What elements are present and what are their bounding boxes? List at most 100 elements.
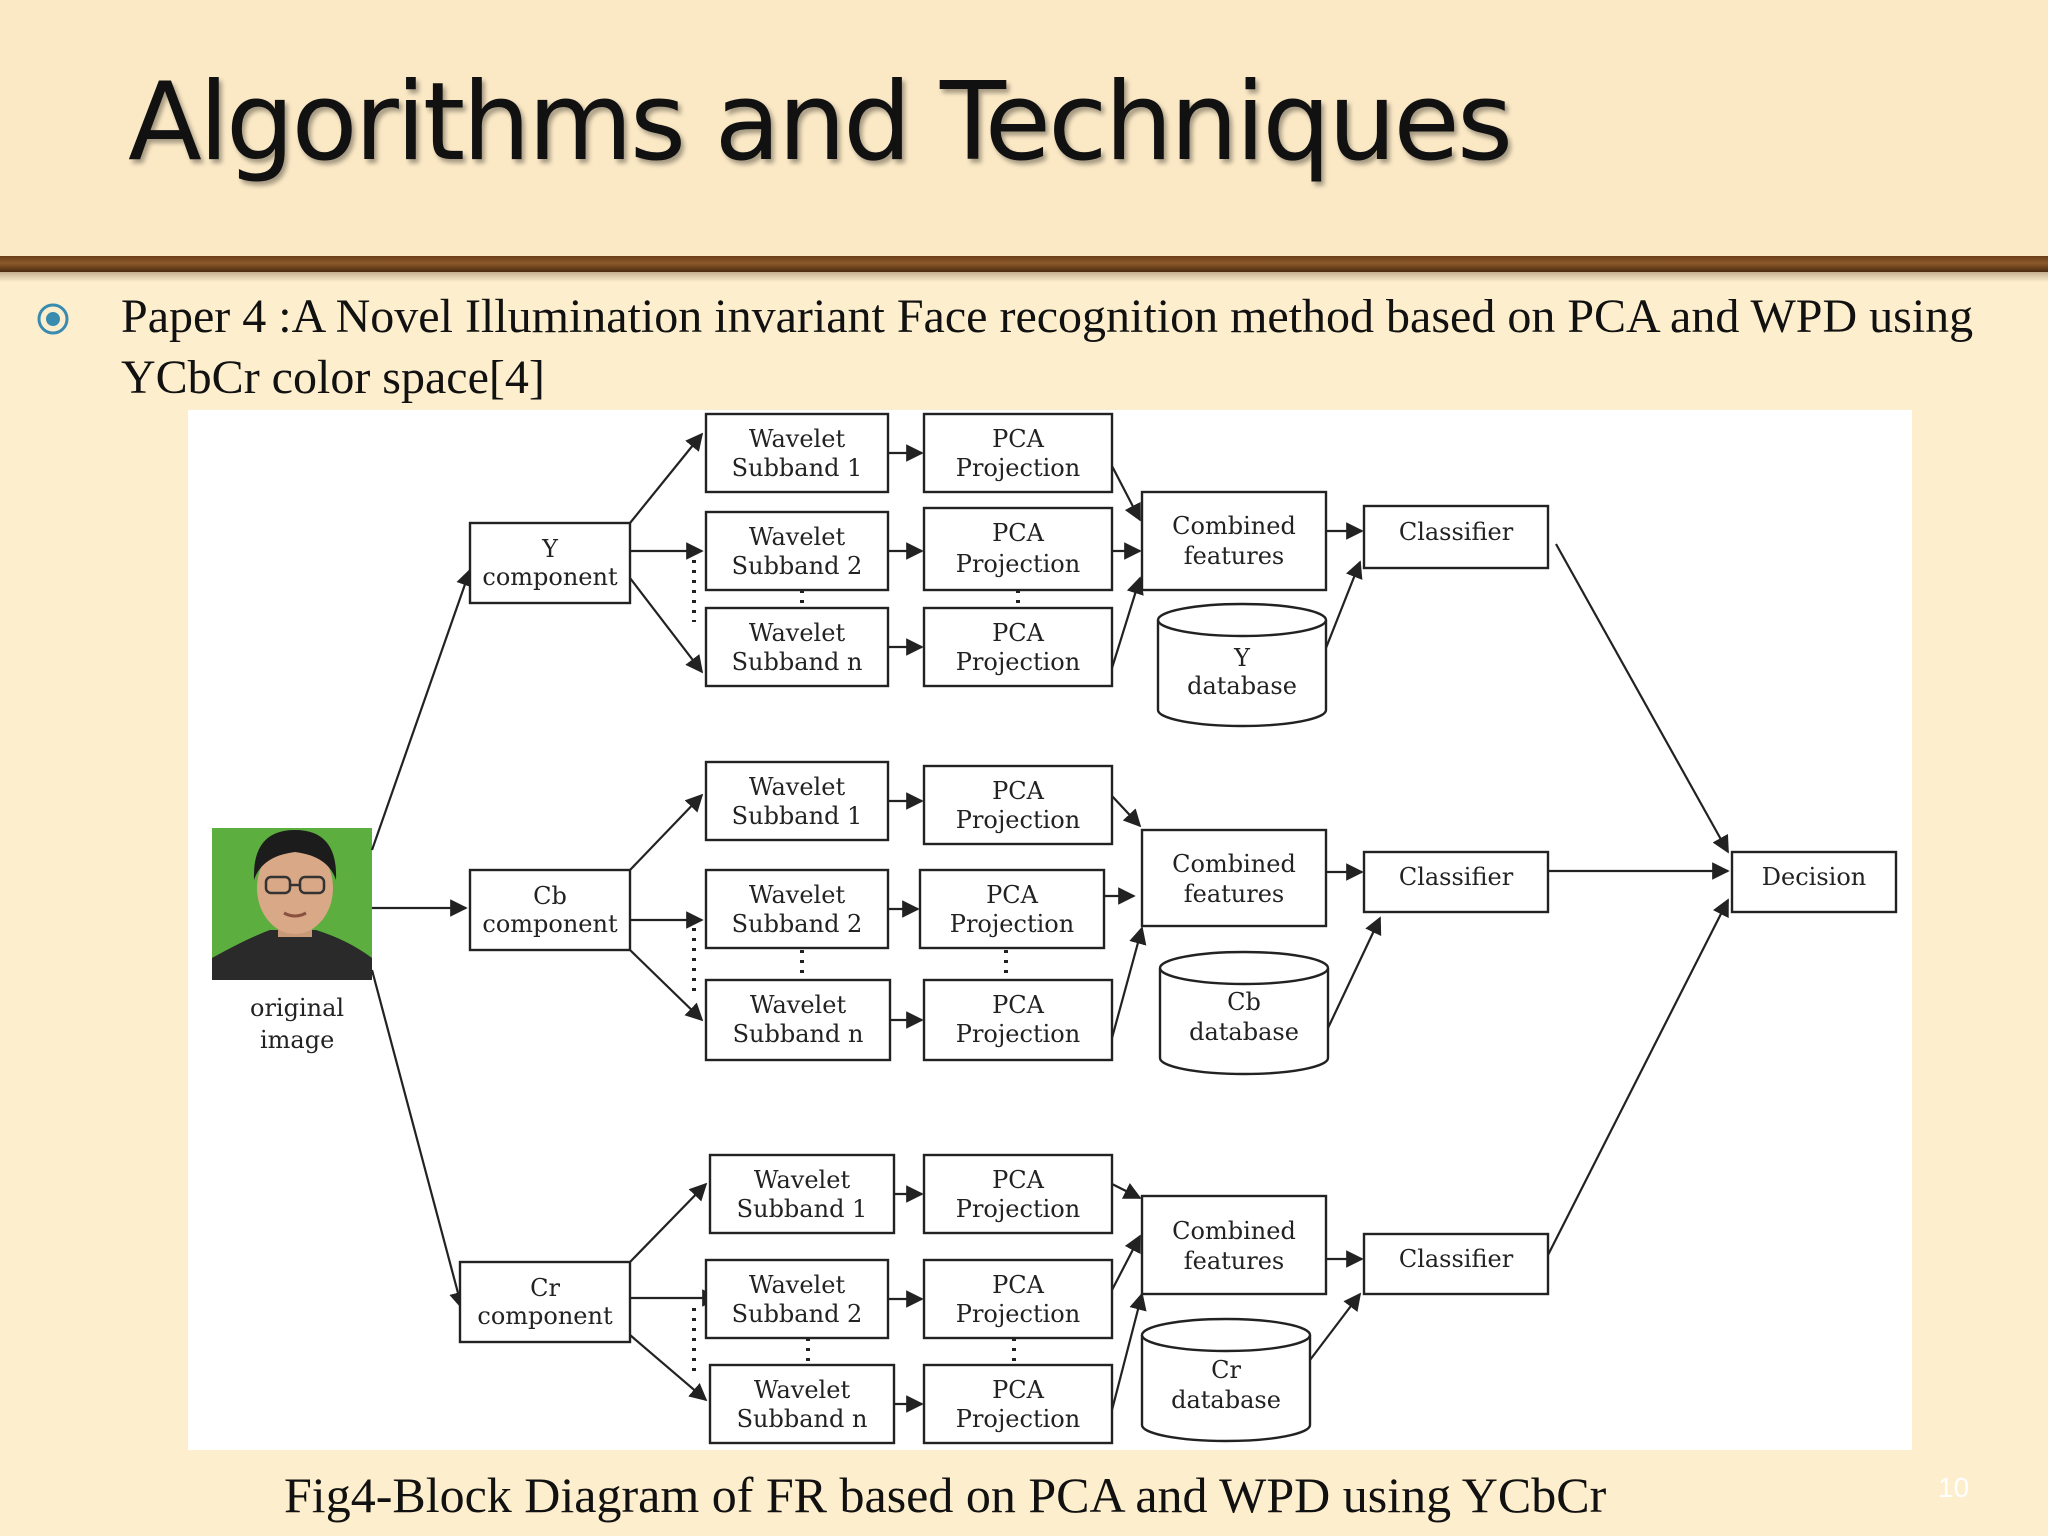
cr-pca-projection-1-box [922, 1153, 1114, 1235]
y-projection-n-label: Projection [956, 648, 1080, 676]
channel-cr: Cr component Wavelet Subband 1 Wavelet S… [458, 1153, 1550, 1445]
cr-combined-features-box [1140, 1194, 1328, 1296]
cr-classifier-label: Classifier [1399, 1245, 1514, 1273]
y-wavelet-n-label: Wavelet [749, 619, 846, 647]
cr-component-word: component [477, 1302, 613, 1330]
y-subband-1-label: Subband 1 [732, 454, 863, 482]
cb-wavelet-n-label: Wavelet [750, 991, 847, 1019]
cb-combined-label: Combined [1172, 850, 1296, 878]
y-database-name: Y [1233, 644, 1251, 672]
cr-wavelet-n-label: Wavelet [754, 1376, 851, 1404]
y-wavelet-2-label: Wavelet [749, 523, 846, 551]
cb-wavelet-subband-n-box [704, 978, 892, 1062]
cb-projection-1-label: Projection [956, 806, 1080, 834]
cb-wavelet-subband-2-box [704, 868, 890, 950]
arrow-cr-to-decision [1547, 898, 1729, 1256]
cb-database-cylinder [1158, 950, 1330, 1076]
cb-wavelet-subband-1-box [704, 760, 890, 842]
cr-subband-1-label: Subband 1 [737, 1195, 868, 1223]
y-component-word: component [482, 563, 618, 591]
y-wavelet-subband-n-box [704, 606, 890, 688]
cr-component-box [458, 1260, 632, 1344]
header-divider-shadow [0, 272, 2048, 282]
cb-pca-1-label: PCA [992, 777, 1045, 805]
cr-wavelet-1-label: Wavelet [754, 1166, 851, 1194]
y-database-cylinder [1156, 602, 1328, 728]
cr-projection-n-label: Projection [956, 1405, 1080, 1433]
cb-component-word: component [482, 910, 618, 938]
y-wavelet-subband-2-box [704, 510, 890, 592]
y-projection-1-label: Projection [956, 454, 1080, 482]
y-combined-features-box [1140, 490, 1328, 592]
cb-subband-1-label: Subband 1 [732, 802, 863, 830]
y-features-label: features [1184, 542, 1285, 570]
cr-classifier-box [1362, 1232, 1550, 1296]
cb-projection-2-label: Projection [950, 910, 1074, 938]
cr-subband-2-label: Subband 2 [732, 1300, 863, 1328]
cb-pca-projection-n-box [922, 978, 1114, 1062]
cb-wavelet-1-label: Wavelet [749, 773, 846, 801]
y-wavelet-subband-1-box [704, 412, 890, 494]
slide-header: Algorithms and Techniques [0, 0, 2048, 258]
channel-cb: Cb component Wavelet Subband 1 Wavelet S… [468, 760, 1550, 1076]
cb-component-name: Cb [533, 882, 567, 910]
cr-features-label: features [1184, 1247, 1285, 1275]
cb-component-box [468, 868, 632, 952]
cb-subband-2-label: Subband 2 [732, 910, 863, 938]
cr-pca-projection-2-box [922, 1258, 1114, 1340]
cr-database-word: database [1171, 1386, 1281, 1414]
cb-pca-2-label: PCA [986, 881, 1039, 909]
cb-pca-n-label: PCA [992, 991, 1045, 1019]
figure-caption: Fig4-Block Diagram of FR based on PCA an… [284, 1467, 1607, 1523]
original-image-label-line2: image [260, 1026, 334, 1054]
y-classifier-box [1362, 504, 1550, 570]
y-pca-2-label: PCA [992, 519, 1045, 547]
cr-wavelet-subband-n-box [708, 1363, 896, 1445]
arrow-y-to-decision [1555, 543, 1729, 854]
y-pca-projection-n-box [922, 606, 1114, 688]
y-pca-projection-1-box [922, 412, 1114, 494]
cr-pca-projection-n-box [922, 1363, 1114, 1445]
cr-combined-label: Combined [1172, 1217, 1296, 1245]
decision-box [1730, 850, 1898, 914]
circled-dot-icon [37, 303, 69, 335]
y-pca-n-label: PCA [992, 619, 1045, 647]
cr-pca-1-label: PCA [992, 1166, 1045, 1194]
y-subband-2-label: Subband 2 [732, 552, 863, 580]
cr-projection-1-label: Projection [956, 1195, 1080, 1223]
cb-classifier-box [1362, 850, 1550, 914]
y-database-word: database [1187, 672, 1297, 700]
cb-subband-n-label: Subband n [733, 1020, 864, 1048]
arrow-image-to-cr [370, 969, 467, 1310]
original-image-label-line1: original [250, 994, 344, 1022]
y-projection-2-label: Projection [956, 550, 1080, 578]
cr-wavelet-2-label: Wavelet [749, 1271, 846, 1299]
slide-title: Algorithms and Techniques [128, 60, 1513, 185]
cr-pca-2-label: PCA [992, 1271, 1045, 1299]
channel-y: Y component Wavelet Subband 1 Wavelet Su… [468, 412, 1550, 728]
cr-projection-2-label: Projection [956, 1300, 1080, 1328]
bullet-text: Paper 4 :A Novel Illumination invariant … [121, 290, 1974, 404]
cb-database-name: Cb [1227, 988, 1261, 1016]
header-divider [0, 256, 2048, 272]
y-component-box [468, 521, 632, 605]
y-pca-projection-2-box [922, 506, 1114, 592]
cr-wavelet-subband-2-box [704, 1258, 890, 1340]
decision-label: Decision [1762, 863, 1866, 891]
cb-pca-projection-1-box [922, 764, 1114, 846]
arrow-image-to-y [370, 568, 474, 851]
slide-number: 10 [1938, 1472, 1970, 1503]
cb-projection-n-label: Projection [956, 1020, 1080, 1048]
block-diagram: original image Y component Wavelet Subba… [212, 412, 1898, 1445]
cr-subband-n-label: Subband n [737, 1405, 868, 1433]
y-subband-n-label: Subband n [732, 648, 863, 676]
y-pca-1-label: PCA [992, 425, 1045, 453]
cr-component-name: Cr [530, 1274, 560, 1302]
cb-database-word: database [1189, 1018, 1299, 1046]
cr-pca-n-label: PCA [992, 1376, 1045, 1404]
cb-combined-features-box [1140, 828, 1328, 928]
y-classifier-label: Classifier [1399, 518, 1514, 546]
cb-wavelet-2-label: Wavelet [749, 881, 846, 909]
cb-features-label: features [1184, 880, 1285, 908]
y-combined-label: Combined [1172, 512, 1296, 540]
